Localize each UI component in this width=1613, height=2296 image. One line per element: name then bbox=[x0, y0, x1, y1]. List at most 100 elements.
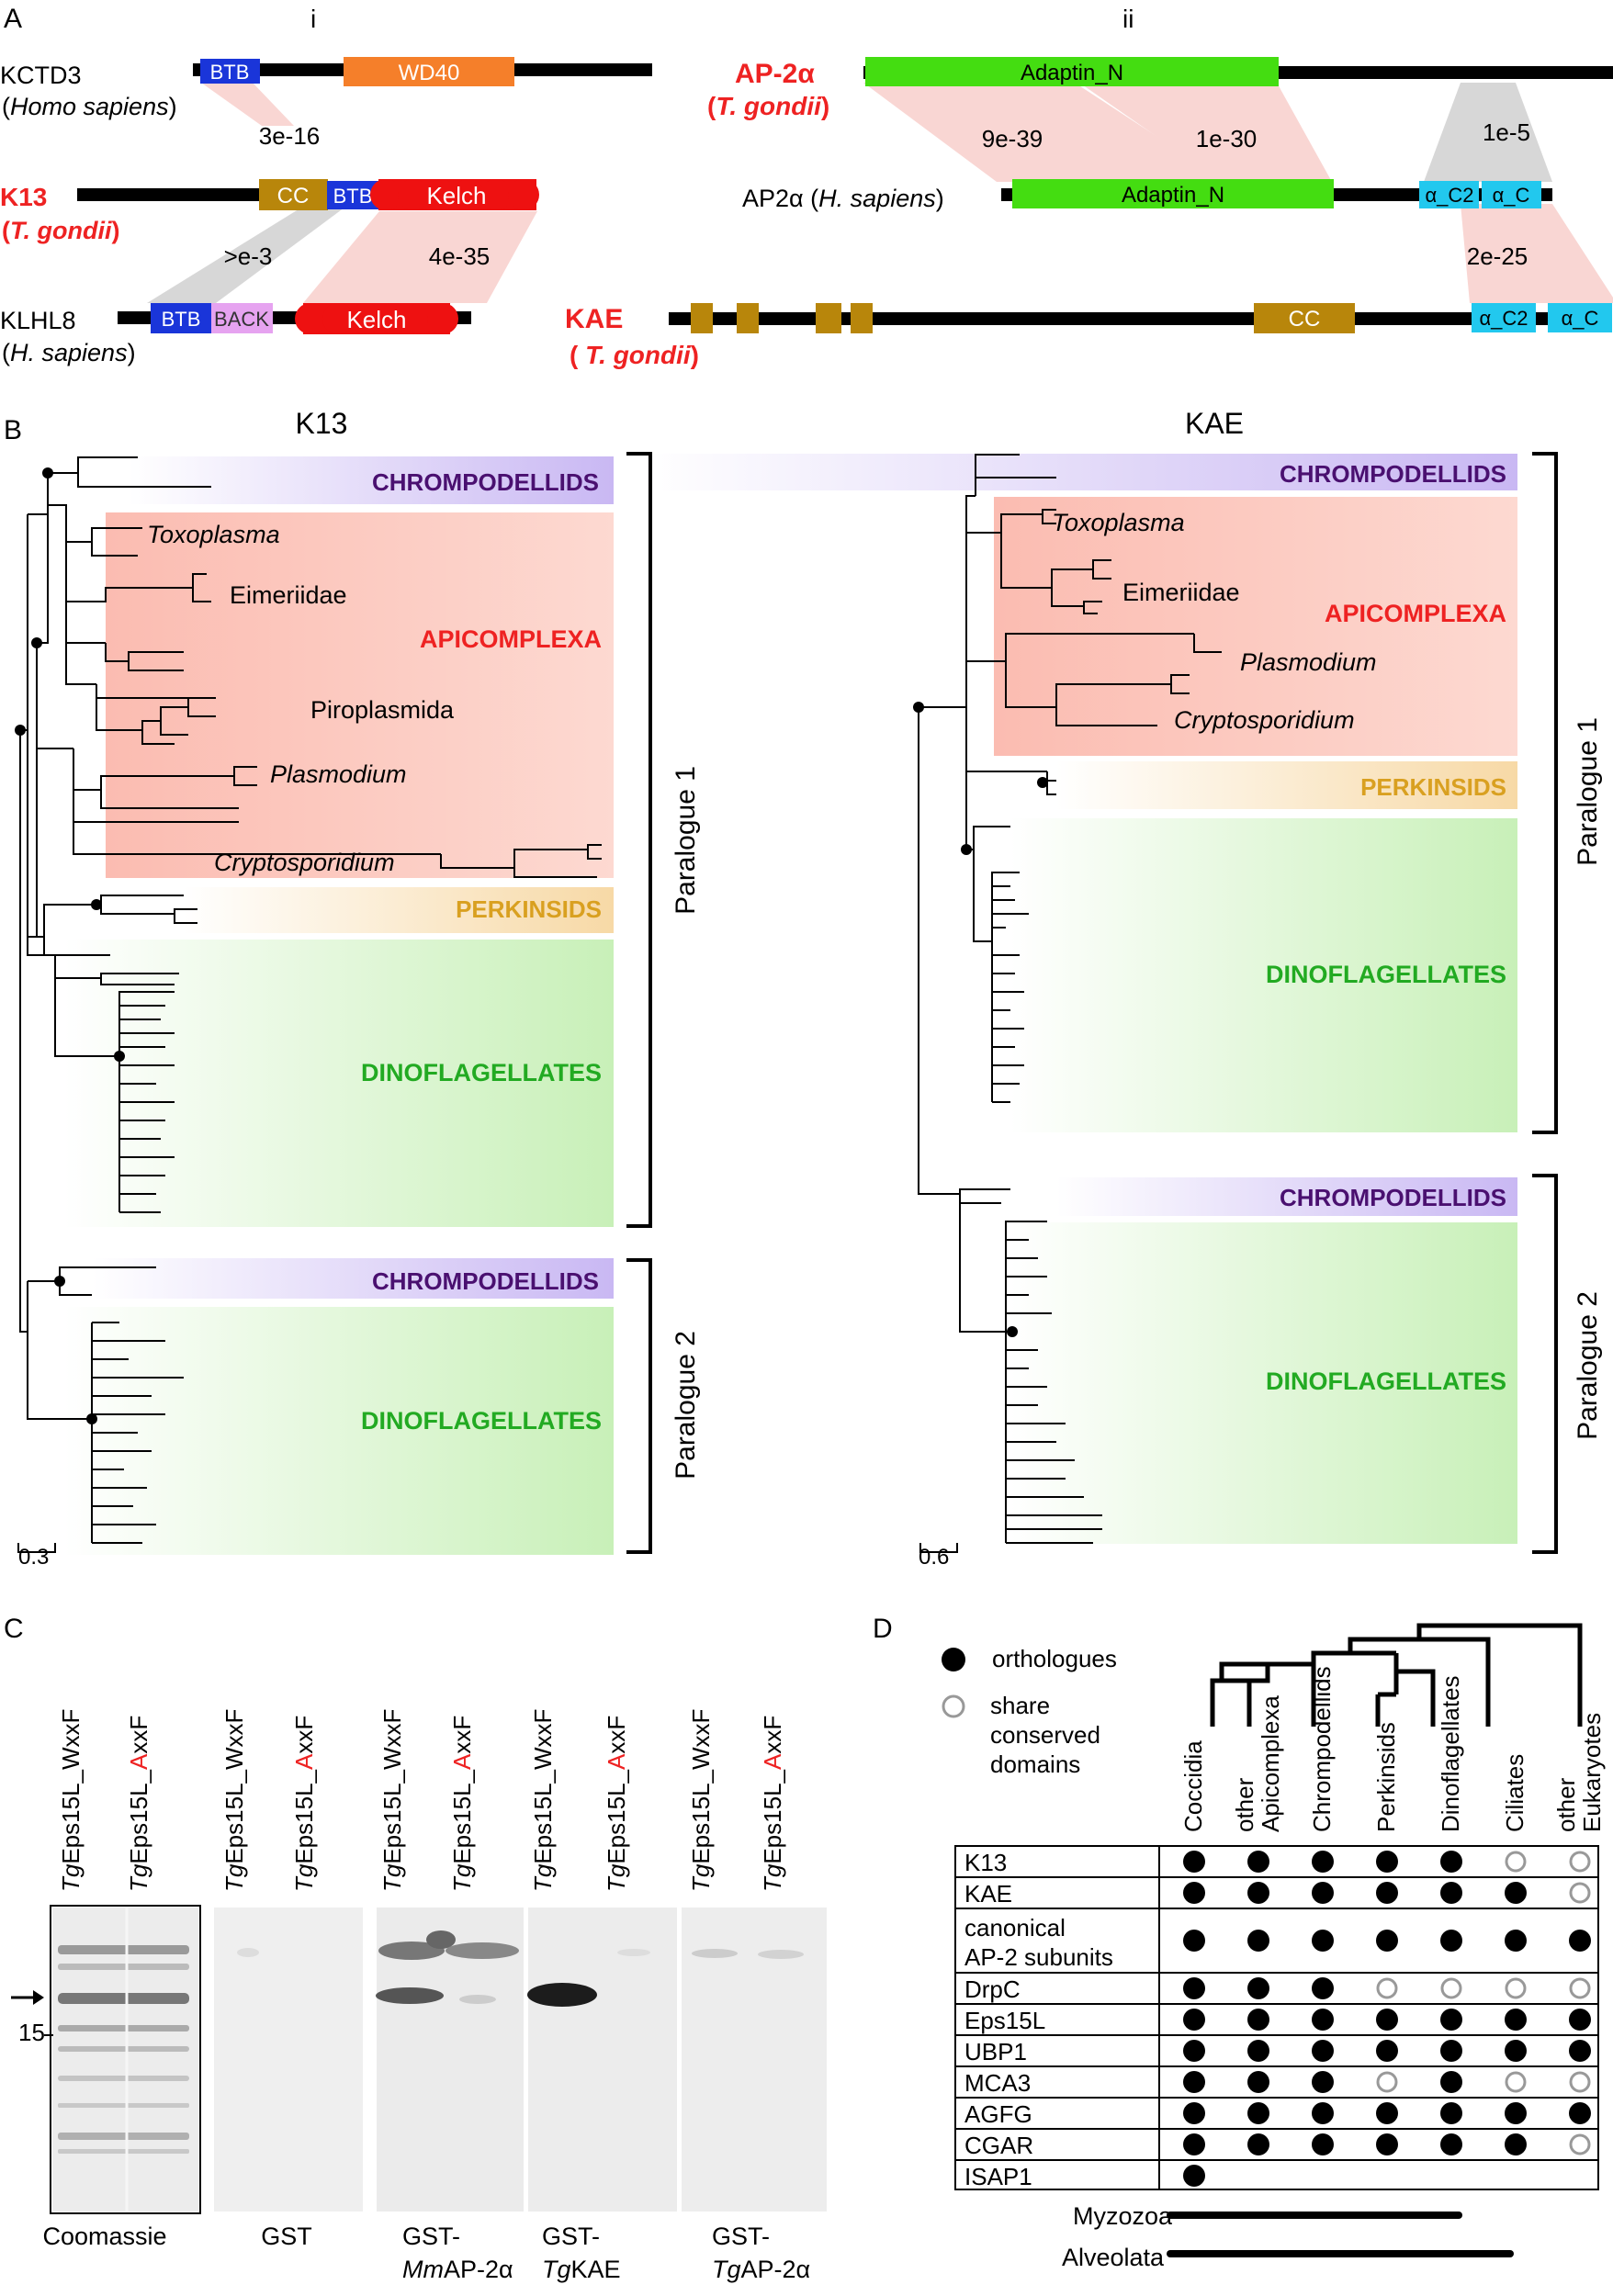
ortholog-dot-filled bbox=[1440, 1930, 1462, 1952]
row-name: UBP1 bbox=[964, 2038, 1027, 2065]
panel-label-a: A bbox=[4, 4, 22, 34]
scale-label: 0.6 bbox=[919, 1545, 949, 1570]
taxon-label-plasmodium: Plasmodium bbox=[1240, 648, 1377, 676]
btb-domain-label: BTB bbox=[162, 308, 201, 331]
kae-protein-bar bbox=[669, 312, 1606, 325]
blot-caption-gst: GST bbox=[261, 2223, 312, 2250]
blot-caption-line1: GST- bbox=[712, 2223, 770, 2250]
alignment-band bbox=[1424, 83, 1552, 182]
ortholog-dot-open bbox=[1376, 1977, 1398, 1999]
lane-label: TgEps15L_AxxF bbox=[125, 1716, 152, 1892]
lane-label: TgEps15L_WxxF bbox=[57, 1709, 85, 1892]
blot-band bbox=[527, 1983, 597, 2007]
alveolata-label: Alveolata bbox=[1062, 2244, 1165, 2271]
btb-domain bbox=[151, 303, 211, 333]
lane-label: TgEps15L_AxxF bbox=[759, 1716, 786, 1892]
panel-c: C TgEps15L_WxxFTgEps15L_AxxFTgEps15L_Wxx… bbox=[4, 1614, 827, 2283]
ortholog-dot-filled bbox=[1183, 2009, 1205, 2031]
klhl8-species-line: (H. sapiens) bbox=[2, 339, 136, 366]
alpha-c2-label: α_C2 bbox=[1425, 184, 1473, 207]
ap2a-hs-line: AP2α (H. sapiens) bbox=[742, 185, 944, 212]
kelch-domain bbox=[295, 303, 458, 334]
alpha-c2-label: α_C2 bbox=[1479, 307, 1528, 330]
taxon-label-cryptosporidium: Cryptosporidium bbox=[1174, 706, 1355, 734]
scale-label: 0.3 bbox=[18, 1545, 49, 1570]
ortholog-dot-filled bbox=[1376, 1930, 1398, 1952]
wd40-domain-label: WD40 bbox=[399, 61, 460, 85]
myzozoa-bar bbox=[1167, 2212, 1462, 2219]
ortholog-dot-filled bbox=[1247, 1882, 1269, 1904]
lane-label: TgEps15L_AxxF bbox=[290, 1716, 318, 1892]
myzozoa-label: Myzozoa bbox=[1073, 2202, 1173, 2230]
clade-band-dinoflagellates bbox=[64, 1307, 614, 1555]
clade-label-dinoflagellates: DINOFLAGELLATES bbox=[361, 1407, 602, 1435]
ortholog-dot-filled bbox=[1376, 2133, 1398, 2155]
row-name: MCA3 bbox=[964, 2069, 1031, 2097]
ortholog-dot-filled bbox=[1247, 1977, 1269, 1999]
btb-domain-label: BTB bbox=[210, 61, 250, 84]
alpha-c2-domain bbox=[1419, 181, 1479, 208]
blot-band bbox=[378, 1941, 445, 1960]
ortholog-dot-filled bbox=[1505, 2133, 1527, 2155]
column-header: Perkinsids bbox=[1372, 1722, 1400, 1832]
panel-a-ii-label: ii bbox=[1122, 5, 1134, 33]
blot-band bbox=[459, 1995, 496, 2004]
column-header: Apicomplexa bbox=[1257, 1695, 1284, 1832]
arrow-icon bbox=[11, 1990, 44, 2005]
ortholog-dot-open bbox=[1505, 1851, 1527, 1873]
ortholog-dot-filled bbox=[1312, 2040, 1334, 2062]
paralogue-bracket bbox=[626, 452, 652, 1228]
ortholog-dot-filled bbox=[1312, 1930, 1334, 1952]
clade-band-chrompodellids bbox=[92, 1258, 614, 1299]
panel-label-c: C bbox=[4, 1614, 24, 1644]
cc-segment bbox=[851, 303, 873, 333]
adaptin-n-label: Adaptin_N bbox=[1122, 183, 1224, 208]
ortholog-dot-filled bbox=[1505, 1882, 1527, 1904]
k13-species-line: (T. gondii) bbox=[2, 217, 119, 244]
ap2a-tg-species-line: (T. gondii) bbox=[707, 92, 829, 120]
alignment-band bbox=[1461, 204, 1613, 303]
ortholog-dot-filled bbox=[1312, 2102, 1334, 2124]
panel-a-i-label: i bbox=[310, 5, 316, 33]
ortholog-dot-filled bbox=[1569, 2040, 1591, 2062]
ortholog-dot-filled bbox=[1440, 2071, 1462, 2093]
evalue-label: 1e-5 bbox=[1483, 118, 1530, 146]
panel-d: D orthologues share conserved domains Co… bbox=[873, 1614, 1606, 2271]
clade-label-perkinsids: PERKINSIDS bbox=[456, 895, 602, 923]
ortholog-dot-filled bbox=[1247, 2102, 1269, 2124]
kelch-domain bbox=[370, 179, 539, 210]
kae-tree-title: KAE bbox=[1185, 407, 1244, 440]
paralogue-bracket bbox=[1532, 452, 1558, 1134]
row-name: CGAR bbox=[964, 2132, 1033, 2159]
back-domain bbox=[211, 303, 273, 333]
evalue-label: >e-3 bbox=[224, 242, 273, 270]
blot-band bbox=[237, 1948, 259, 1957]
kelch-domain-label: Kelch bbox=[426, 182, 486, 209]
ortholog-dot-filled bbox=[1505, 2040, 1527, 2062]
ortholog-dot-filled bbox=[1376, 1851, 1398, 1873]
lane-label: TgEps15L_AxxF bbox=[448, 1716, 476, 1892]
ortholog-dot-open bbox=[1376, 2071, 1398, 2093]
blot-gst bbox=[214, 1908, 363, 2212]
ortholog-dot-filled bbox=[1440, 2102, 1462, 2124]
taxon-label-cryptosporidium: Cryptosporidium bbox=[214, 849, 395, 876]
alignment-band bbox=[201, 83, 294, 126]
ortholog-dot-filled bbox=[1312, 1977, 1334, 1999]
table-row: UBP1 bbox=[955, 2034, 1598, 2065]
column-header: Dinoflagellates bbox=[1437, 1675, 1464, 1832]
cc-domain bbox=[1254, 303, 1355, 333]
clade-band-chrompodellids bbox=[1056, 1177, 1517, 1216]
ortholog-dot-filled bbox=[1440, 2133, 1462, 2155]
ortholog-dot-open bbox=[1569, 2133, 1591, 2155]
ortholog-dot-open bbox=[1505, 1977, 1527, 1999]
ortholog-dot-filled bbox=[1183, 2133, 1205, 2155]
evalue-label: 9e-39 bbox=[982, 125, 1043, 152]
blot-caption-line1: GST- bbox=[402, 2223, 460, 2250]
evalue-label: 3e-16 bbox=[259, 122, 321, 150]
ortholog-dot-filled bbox=[1183, 2102, 1205, 2124]
lane-label: TgEps15L_AxxF bbox=[603, 1716, 630, 1892]
alpha-c-domain bbox=[1482, 181, 1541, 208]
row-name: AGFG bbox=[964, 2100, 1032, 2128]
table-row: AGFG bbox=[955, 2097, 1598, 2128]
